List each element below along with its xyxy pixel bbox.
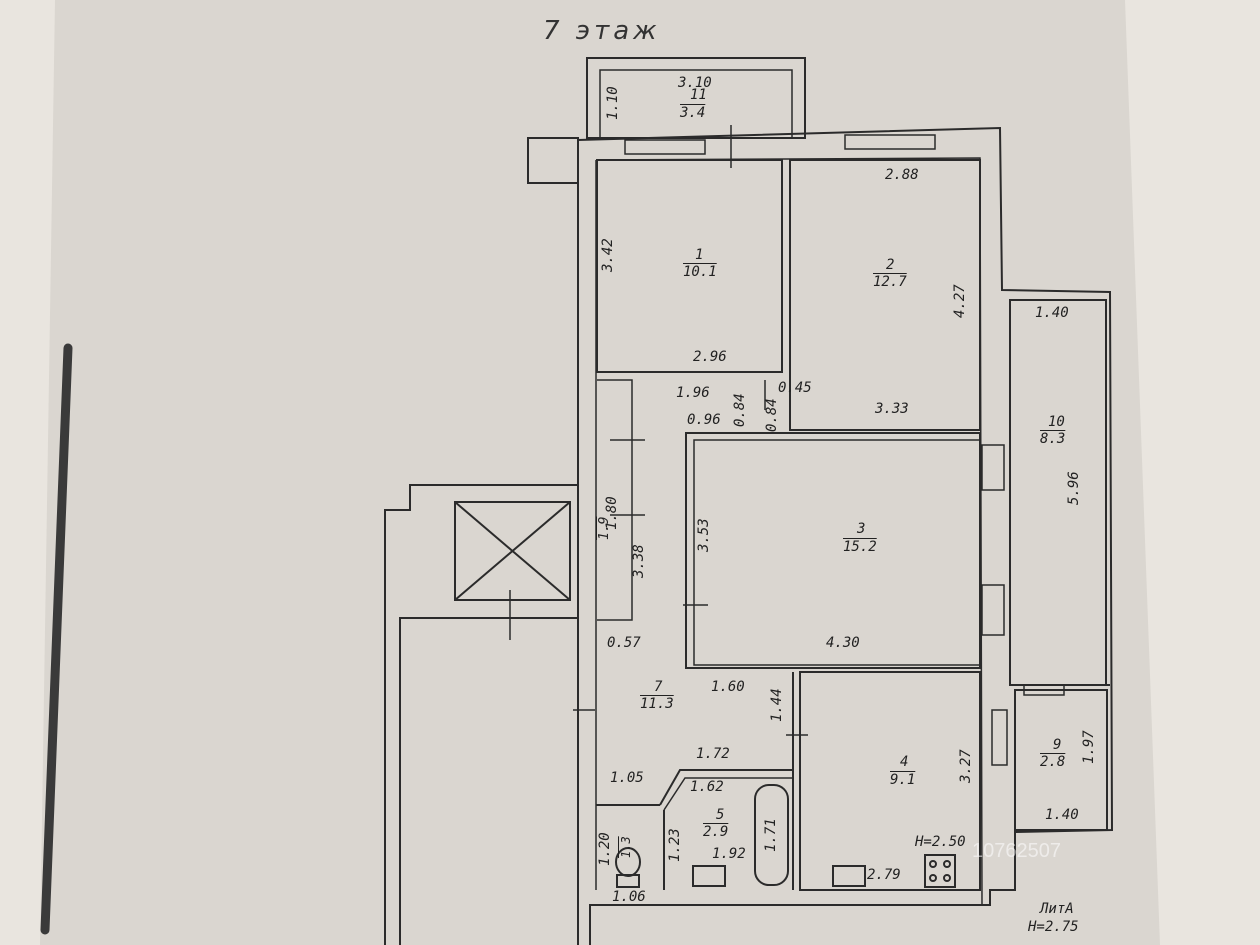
room-10-number: 10 [1048,414,1065,430]
dim-0-84-b: 0.84 [764,398,780,432]
room-4-area: 9.1 [890,772,916,788]
outer-wall [577,126,1114,945]
dim-3-53: 3.53 [696,518,712,552]
room-7-area: 11.3 [640,696,674,712]
dim-1-40-top: 1.40 [1035,305,1069,321]
paper-sheet [40,0,1160,945]
dim-2-88: 2.88 [885,167,919,183]
room-10-area: 8.3 [1040,431,1066,447]
dim-3-33: 3.33 [875,401,909,417]
room-11-number: 11 [690,87,707,103]
dim-2-79: 2.79 [867,867,901,883]
dim-0-84-a: 0.84 [732,393,748,427]
dim-2-96: 2.96 [693,349,727,365]
dim-1-10: 1.10 [605,86,621,120]
room-1-walls [596,159,783,373]
stove [924,854,956,888]
dim-5-96: 5.96 [1066,471,1082,505]
room-2-walls [789,159,981,431]
dim-1-40-bottom: 1.40 [1045,807,1079,823]
dim-3-38: 3.38 [631,544,647,578]
room-6-area: 1.3 [619,836,633,858]
dim-3-27: 3.27 [958,749,974,783]
room-9-area: 2.8 [1040,754,1066,770]
dim-1-92: 1.92 [712,846,746,862]
room-11-area: 3.4 [680,105,706,121]
dim-4-30: 4.30 [826,635,860,651]
dim-1-62: 1.62 [690,779,724,795]
dim-1-72: 1.72 [696,746,730,762]
room-3-number: 3 [857,521,866,537]
sink-kitchen [832,865,866,887]
lit-a-label: ЛитА [1040,901,1074,917]
elevator-shaft [454,501,571,601]
dim-1-80: 1.80 [604,496,620,530]
room-3-area: 15.2 [843,539,877,555]
dim-1-97: 1.97 [1081,730,1097,764]
room-5-number: 5 [716,807,725,823]
height-2-50: H=2.50 [915,834,966,850]
dim-1-71: 1.71 [763,818,779,852]
watermark-id: 10762507 [972,840,1061,862]
floor-plan [384,57,1114,945]
dim-3-10: 3.10 [678,75,712,91]
dim-0-57: 0.57 [607,635,641,651]
paper-edge-line [40,343,73,935]
dim-0-45: 0.45 [778,380,812,396]
dim-4-27: 4.27 [952,284,968,318]
dim-1-96: 1.96 [676,385,710,401]
room-4-number: 4 [900,754,909,770]
room-4-walls [799,671,981,891]
dim-3-42: 3.42 [600,238,616,272]
room-9-number: 9 [1053,737,1062,753]
room-7-number: 7 [654,679,663,695]
room-5-area: 2.9 [703,824,729,840]
dim-0-96: 0.96 [687,412,721,428]
room-1-number: 1 [695,247,704,263]
dim-1-20: 1.20 [597,832,613,866]
dim-1-06: 1.06 [612,889,646,905]
room-2-number: 2 [886,257,895,273]
dim-1-44: 1.44 [769,688,785,722]
dim-1-23: 1.23 [667,828,683,862]
floor-label: 7 этаж [543,16,661,46]
dim-1-05: 1.05 [610,770,644,786]
room-2-area: 12.7 [873,274,907,290]
dim-1-60: 1.60 [711,679,745,695]
balcony-9 [1014,689,1108,831]
bathtub [754,784,789,886]
sink-bath [692,865,726,887]
height-2-75: H=2.75 [1028,919,1079,935]
room-1-area: 10.1 [683,264,717,280]
